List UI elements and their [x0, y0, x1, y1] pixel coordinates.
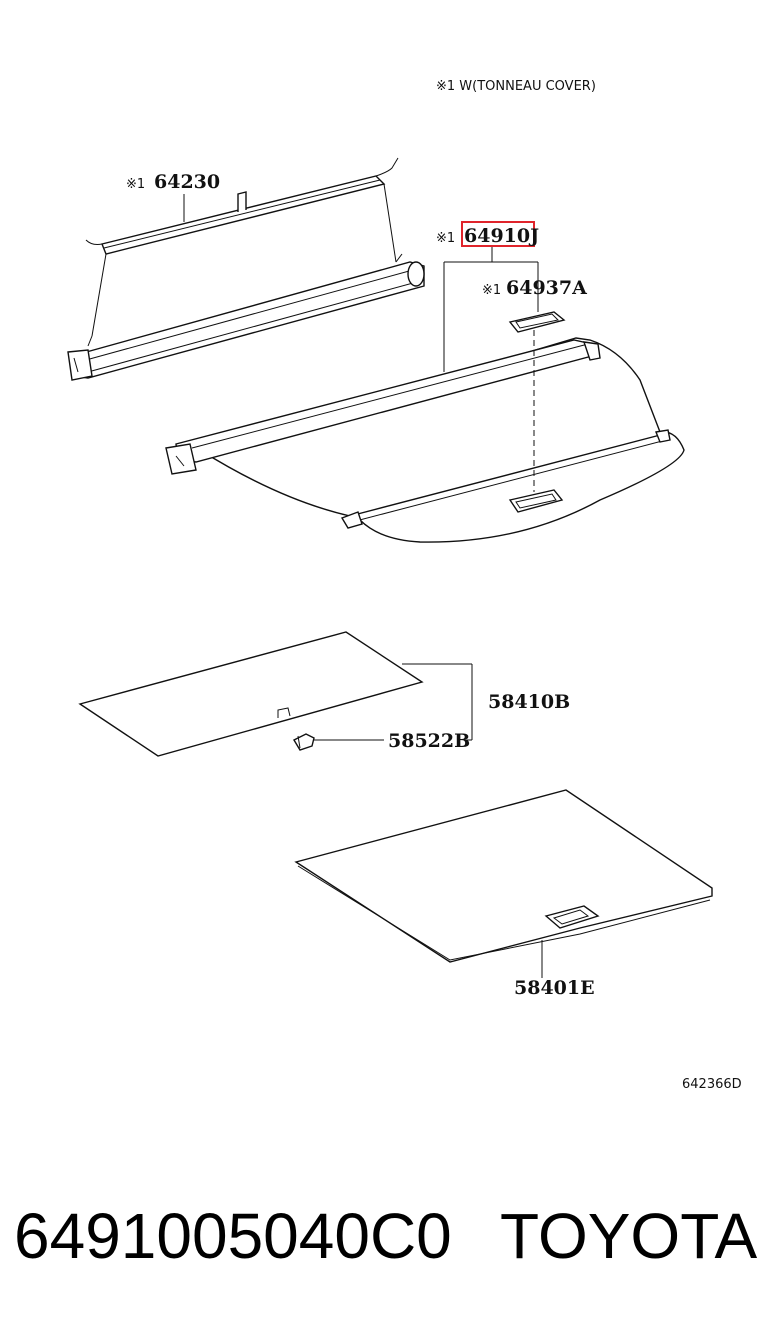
- label-64230: 64230: [154, 171, 220, 193]
- label-58410B: 58410B: [488, 691, 570, 713]
- deck-leaders: [314, 663, 473, 741]
- footer-brand: TOYOTA: [500, 1200, 758, 1272]
- label-64937A: 64937A: [506, 277, 587, 299]
- label-mark-64230: ※1: [126, 177, 145, 192]
- label-mark-64910J: ※1: [436, 231, 455, 246]
- highlight-box: [461, 221, 535, 247]
- header-note: ※1 W(TONNEAU COVER): [436, 79, 596, 94]
- tonneau-roll-part: [67, 157, 425, 381]
- floor-board-part: [294, 789, 713, 978]
- deck-board-part: [78, 631, 424, 757]
- tonneau-cover-assembly-part: [165, 337, 685, 543]
- label-64910J: 64910J: [464, 225, 539, 247]
- diagram-reference: 642366D: [682, 1077, 742, 1092]
- cover-leaders: [443, 246, 539, 372]
- label-58401E: 58401E: [514, 977, 595, 999]
- cover-pad-part: [508, 311, 566, 492]
- footer-part-number: 6491005040C0: [14, 1200, 452, 1272]
- label-mark-64937A: ※1: [482, 283, 501, 298]
- label-58522B: 58522B: [388, 730, 470, 752]
- clip-part: [293, 733, 315, 751]
